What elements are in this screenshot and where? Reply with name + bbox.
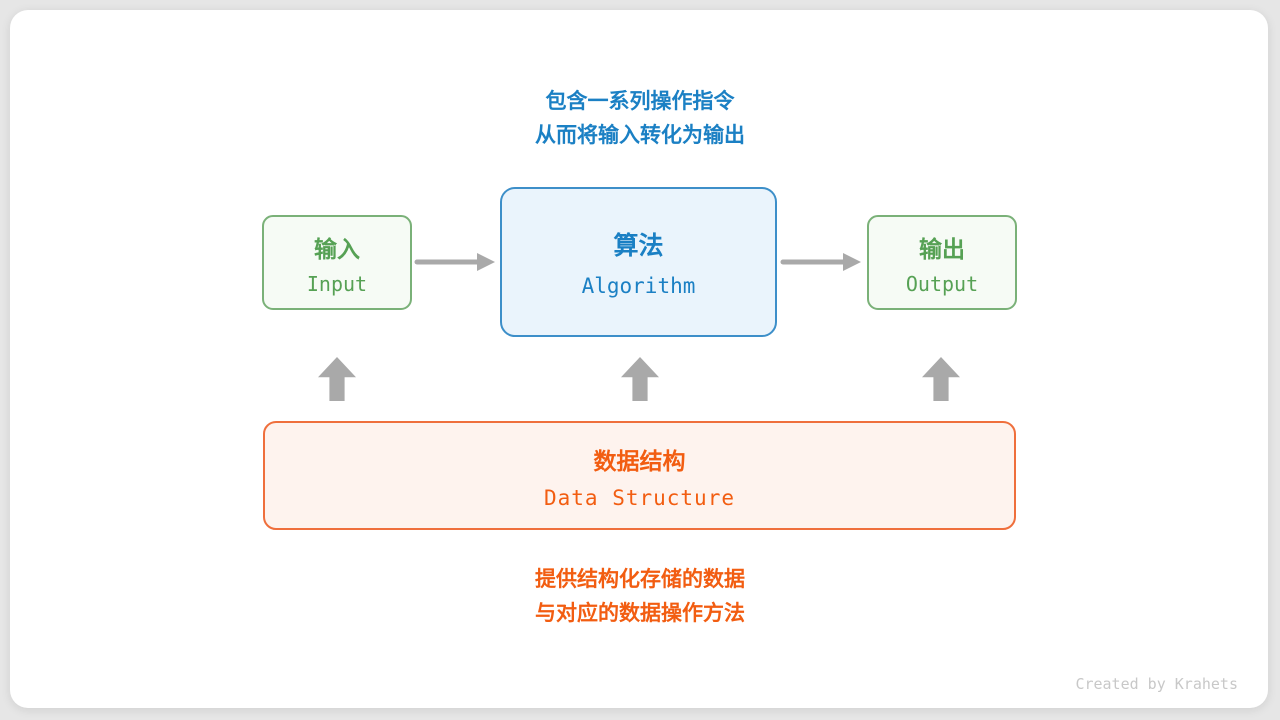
data-structure-note-line2: 与对应的数据操作方法 <box>535 602 745 625</box>
data-structure-title-zh: 数据结构 <box>593 447 686 474</box>
output-title-en: Output <box>905 271 979 296</box>
output-title-zh: 输出 <box>919 235 965 262</box>
node-input: 输入 Input <box>262 215 412 310</box>
node-output: 输出 Output <box>867 215 1017 310</box>
data-structure-title-en: Data Structure <box>543 485 735 510</box>
input-title-zh: 输入 <box>314 235 360 262</box>
algorithm-title-zh: 算法 <box>613 232 664 260</box>
credit-text: Created by Krahets <box>1075 675 1238 693</box>
node-algorithm: 算法 Algorithm <box>500 187 777 337</box>
data-structure-note-line1: 提供结构化存储的数据 <box>535 568 745 591</box>
right-arrow-icon <box>780 253 861 271</box>
data-structure-note: 提供结构化存储的数据 与对应的数据操作方法 <box>0 563 1280 631</box>
algorithm-note-line1: 包含一系列操作指令 <box>545 90 735 113</box>
algorithm-note-line2: 从而将输入转化为输出 <box>535 124 745 147</box>
right-arrow-icon <box>414 253 495 271</box>
algorithm-note: 包含一系列操作指令 从而将输入转化为输出 <box>0 85 1280 153</box>
algorithm-title-en: Algorithm <box>581 274 696 298</box>
input-title-en: Input <box>306 271 368 296</box>
node-data-structure: 数据结构 Data Structure <box>263 421 1016 530</box>
